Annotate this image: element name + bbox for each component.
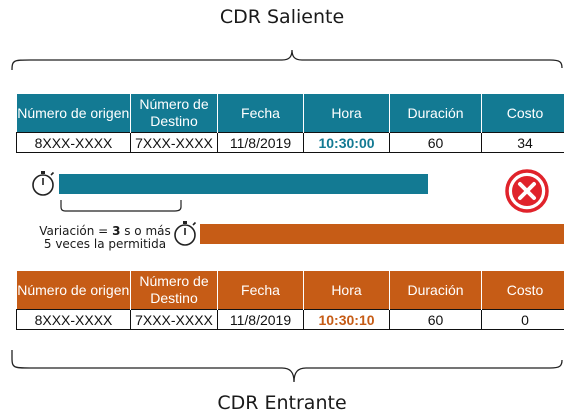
stopwatch-icon: [174, 221, 197, 246]
cdr-entrante-table: Número de origen Número de Destino Fecha…: [16, 271, 564, 330]
cell-date: 11/8/2019: [217, 132, 304, 153]
header-destination: Número de Destino: [130, 271, 218, 310]
stopwatch-icon: [32, 171, 55, 196]
cell-date: 11/8/2019: [217, 309, 304, 330]
error-x-icon: [505, 169, 549, 213]
cell-destination: 7XXX-XXXX: [130, 309, 218, 330]
cell-origin: 8XXX-XXXX: [16, 309, 131, 330]
table-header-row: Número de origen Número de Destino Fecha…: [16, 94, 564, 133]
entrante-duration-bar: [200, 224, 564, 244]
variation-bracket: [60, 200, 182, 212]
table-row: 8XXX-XXXX 7XXX-XXXX 11/8/2019 10:30:00 6…: [16, 132, 564, 153]
bottom-brace: [11, 350, 563, 383]
header-duration: Duración: [389, 271, 482, 310]
cell-duration: 60: [389, 132, 482, 153]
variation-line-2: 5 veces la permitida: [43, 237, 167, 251]
cell-origin: 8XXX-XXXX: [16, 132, 131, 153]
header-origin: Número de origen: [16, 94, 131, 133]
cell-time: 10:30:10: [303, 309, 390, 330]
variation-line-1: Variación = 3 s o más: [39, 224, 171, 238]
header-cost: Costo: [481, 94, 564, 133]
saliente-duration-bar: [59, 174, 428, 194]
header-date: Fecha: [217, 271, 304, 310]
header-time: Hora: [303, 271, 390, 310]
variation-value: 3: [112, 224, 121, 238]
header-cost: Costo: [481, 271, 564, 310]
top-brace: [11, 49, 563, 71]
table-header-row: Número de origen Número de Destino Fecha…: [16, 271, 564, 310]
header-destination: Número de Destino: [130, 94, 218, 133]
cell-destination: 7XXX-XXXX: [130, 132, 218, 153]
cell-cost: 0: [481, 309, 564, 330]
header-time: Hora: [303, 94, 390, 133]
table-row: 8XXX-XXXX 7XXX-XXXX 11/8/2019 10:30:10 6…: [16, 309, 564, 330]
header-origin: Número de origen: [16, 271, 131, 310]
variation-note: Variación = 3 s o más 5 veces la permiti…: [28, 225, 182, 251]
header-date: Fecha: [217, 94, 304, 133]
cell-cost: 34: [481, 132, 564, 153]
cdr-saliente-title: CDR Saliente: [219, 6, 345, 28]
cdr-saliente-table: Número de origen Número de Destino Fecha…: [16, 94, 564, 153]
cdr-entrante-title: CDR Entrante: [217, 392, 347, 414]
header-duration: Duración: [389, 94, 482, 133]
cell-duration: 60: [389, 309, 482, 330]
cell-time: 10:30:00: [303, 132, 390, 153]
